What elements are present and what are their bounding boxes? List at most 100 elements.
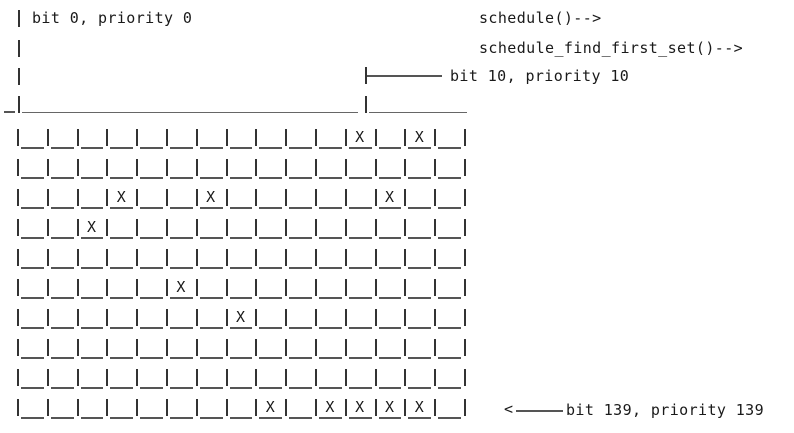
bitmap-cell[interactable] — [404, 158, 434, 182]
bitmap-cell[interactable] — [225, 278, 256, 302]
bitmap-cell[interactable] — [434, 278, 464, 302]
bitmap-cell[interactable] — [106, 368, 136, 392]
bitmap-cell[interactable] — [106, 398, 136, 422]
bitmap-cell[interactable] — [165, 308, 196, 332]
bitmap-cell[interactable] — [255, 128, 285, 152]
bitmap-cell[interactable] — [285, 368, 315, 392]
bitmap-cell[interactable] — [285, 218, 315, 242]
bitmap-cell[interactable] — [76, 368, 107, 392]
bitmap-cell[interactable]: X — [225, 308, 256, 332]
bitmap-cell[interactable] — [255, 248, 285, 272]
bitmap-cell[interactable] — [374, 158, 405, 182]
bitmap-cell[interactable] — [46, 398, 77, 422]
bitmap-cell[interactable] — [374, 338, 405, 362]
bitmap-cell[interactable] — [76, 248, 107, 272]
bitmap-cell[interactable] — [344, 308, 375, 332]
bitmap-cell[interactable] — [225, 188, 256, 212]
bitmap-cell[interactable] — [17, 218, 47, 242]
bitmap-cell[interactable] — [106, 218, 136, 242]
bitmap-cell[interactable] — [285, 338, 315, 362]
bitmap-cell[interactable] — [404, 248, 434, 272]
bitmap-cell[interactable] — [225, 368, 256, 392]
bitmap-cell[interactable] — [195, 368, 226, 392]
bitmap-cell[interactable] — [165, 128, 196, 152]
bitmap-cell[interactable] — [344, 248, 375, 272]
bitmap-cell[interactable] — [255, 308, 285, 332]
bitmap-cell[interactable] — [136, 218, 166, 242]
bitmap-cell[interactable] — [404, 278, 434, 302]
bitmap-cell[interactable] — [374, 218, 405, 242]
bitmap-cell[interactable] — [255, 278, 285, 302]
bitmap-cell[interactable] — [434, 248, 464, 272]
bitmap-cell[interactable] — [344, 218, 375, 242]
bitmap-cell[interactable] — [165, 248, 196, 272]
bitmap-cell[interactable] — [314, 308, 345, 332]
bitmap-cell[interactable] — [46, 188, 77, 212]
bitmap-cell[interactable] — [76, 308, 107, 332]
bitmap-cell[interactable] — [285, 248, 315, 272]
bitmap-cell[interactable]: X — [374, 188, 405, 212]
bitmap-cell[interactable]: X — [76, 218, 107, 242]
bitmap-cell[interactable] — [404, 188, 434, 212]
bitmap-cell[interactable] — [434, 158, 464, 182]
bitmap-cell[interactable] — [165, 368, 196, 392]
bitmap-cell[interactable] — [434, 218, 464, 242]
bitmap-cell[interactable] — [106, 248, 136, 272]
bitmap-cell[interactable] — [255, 188, 285, 212]
bitmap-cell[interactable] — [195, 218, 226, 242]
bitmap-cell[interactable] — [195, 308, 226, 332]
bitmap-cell[interactable] — [195, 398, 226, 422]
bitmap-cell[interactable] — [17, 368, 47, 392]
bitmap-cell[interactable] — [136, 338, 166, 362]
bitmap-cell[interactable] — [165, 338, 196, 362]
bitmap-cell[interactable] — [374, 248, 405, 272]
bitmap-cell[interactable] — [106, 278, 136, 302]
bitmap-cell[interactable]: X — [106, 188, 136, 212]
bitmap-cell[interactable]: X — [165, 278, 196, 302]
bitmap-cell[interactable] — [285, 278, 315, 302]
bitmap-cell[interactable]: X — [195, 188, 226, 212]
bitmap-cell[interactable]: X — [344, 398, 375, 422]
bitmap-cell[interactable] — [76, 338, 107, 362]
bitmap-cell[interactable] — [17, 338, 47, 362]
bitmap-cell[interactable] — [434, 368, 464, 392]
bitmap-cell[interactable] — [46, 278, 77, 302]
bitmap-cell[interactable] — [374, 278, 405, 302]
bitmap-cell[interactable] — [195, 248, 226, 272]
bitmap-cell[interactable] — [136, 308, 166, 332]
bitmap-cell[interactable] — [76, 128, 107, 152]
bitmap-cell[interactable] — [374, 308, 405, 332]
bitmap-cell[interactable] — [17, 278, 47, 302]
bitmap-cell[interactable] — [17, 398, 47, 422]
bitmap-cell[interactable] — [165, 398, 196, 422]
bitmap-cell[interactable] — [255, 338, 285, 362]
bitmap-cell[interactable] — [225, 158, 256, 182]
bitmap-cell[interactable] — [225, 218, 256, 242]
bitmap-cell[interactable] — [46, 248, 77, 272]
bitmap-cell[interactable] — [17, 158, 47, 182]
bitmap-cell[interactable] — [76, 158, 107, 182]
bitmap-cell[interactable] — [76, 188, 107, 212]
bitmap-cell[interactable] — [46, 368, 77, 392]
bitmap-cell[interactable] — [285, 158, 315, 182]
bitmap-cell[interactable] — [285, 128, 315, 152]
bitmap-cell[interactable] — [314, 218, 345, 242]
bitmap-cell[interactable] — [76, 278, 107, 302]
bitmap-cell[interactable]: X — [404, 398, 434, 422]
bitmap-cell[interactable] — [46, 158, 77, 182]
bitmap-cell[interactable]: X — [255, 398, 285, 422]
bitmap-cell[interactable]: X — [404, 128, 434, 152]
bitmap-cell[interactable] — [255, 218, 285, 242]
bitmap-cell[interactable] — [46, 128, 77, 152]
bitmap-cell[interactable] — [314, 158, 345, 182]
bitmap-cell[interactable] — [165, 158, 196, 182]
bitmap-cell[interactable] — [136, 248, 166, 272]
bitmap-cell[interactable] — [404, 338, 434, 362]
bitmap-cell[interactable] — [314, 338, 345, 362]
bitmap-cell[interactable] — [17, 248, 47, 272]
bitmap-cell[interactable] — [46, 218, 77, 242]
bitmap-cell[interactable] — [374, 128, 405, 152]
bitmap-cell[interactable] — [285, 398, 315, 422]
bitmap-cell[interactable] — [136, 128, 166, 152]
bitmap-cell[interactable] — [344, 188, 375, 212]
